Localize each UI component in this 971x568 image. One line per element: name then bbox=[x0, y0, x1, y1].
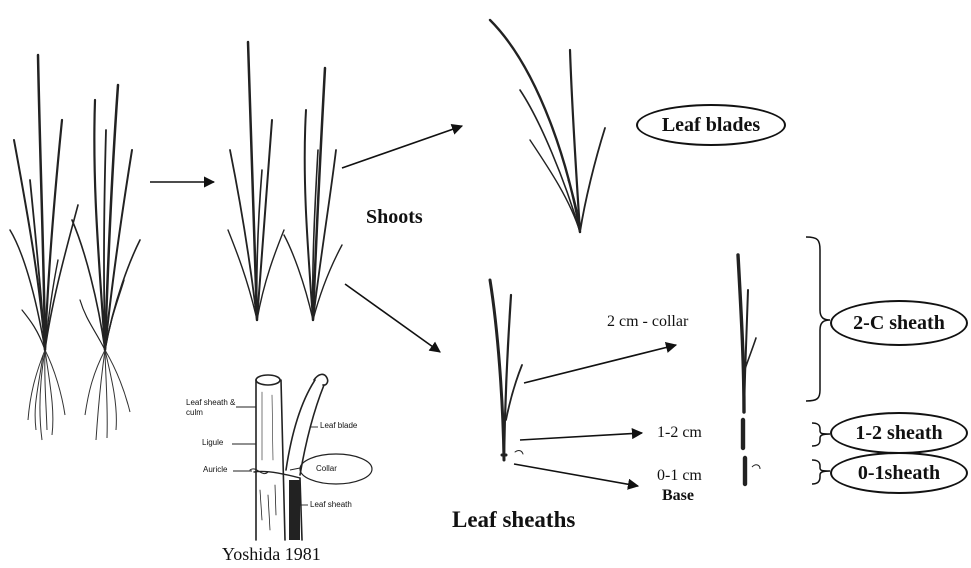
anatomy-leaf-sheath-culm-label: Leaf sheath & culm bbox=[186, 398, 235, 418]
shoot-right bbox=[284, 68, 342, 320]
base-label: Base bbox=[662, 488, 694, 504]
anatomy-inset bbox=[250, 374, 328, 540]
brace-2c bbox=[806, 237, 830, 401]
whole-plant-right bbox=[72, 85, 140, 350]
one-two-cm-label: 1-2 cm bbox=[657, 425, 702, 441]
sheath-2c-oval: 2-C sheath bbox=[830, 300, 968, 346]
brace-1-2 bbox=[812, 423, 830, 446]
leaf-sheaths-illustration bbox=[490, 280, 523, 460]
arrow-to-1-2cm bbox=[520, 433, 642, 440]
shoots-label: Shoots bbox=[366, 207, 423, 227]
zero-one-cm-label: 0-1 cm bbox=[657, 468, 702, 484]
arrow-shoots-to-leaf-blades bbox=[342, 126, 462, 168]
sheath-2c-label: 2-C sheath bbox=[853, 312, 945, 335]
two-cm-collar-label: 2 cm - collar bbox=[607, 314, 688, 330]
leaf-sheaths-label: Leaf sheaths bbox=[452, 508, 575, 531]
sheath-0-1-label: 0-1sheath bbox=[858, 462, 940, 485]
arrow-shoots-to-leaf-sheaths bbox=[345, 284, 440, 352]
whole-plant-left-roots bbox=[28, 350, 65, 440]
sheath-1-2-oval: 1-2 sheath bbox=[830, 412, 968, 454]
arrow-to-0-1cm bbox=[514, 464, 638, 486]
shoot-left bbox=[228, 42, 284, 320]
anatomy-collar-label: Collar bbox=[316, 465, 337, 473]
leaf-blades-label: Leaf blades bbox=[662, 114, 760, 137]
segment-2c bbox=[738, 255, 756, 412]
brace-0-1 bbox=[812, 460, 830, 484]
sheath-1-2-label: 1-2 sheath bbox=[855, 422, 942, 445]
whole-plant-right-roots bbox=[85, 350, 130, 440]
anatomy-ligule-label: Ligule bbox=[202, 439, 223, 447]
leaf-blades-oval: Leaf blades bbox=[636, 104, 786, 146]
anatomy-leaf-sheath-label: Leaf sheath bbox=[310, 501, 352, 509]
anatomy-auricle-label: Auricle bbox=[203, 466, 227, 474]
whole-plant-left bbox=[10, 55, 78, 350]
citation-label: Yoshida 1981 bbox=[222, 545, 321, 563]
anatomy-leaf-blade-label: Leaf blade bbox=[320, 422, 357, 430]
sheath-0-1-oval: 0-1sheath bbox=[830, 452, 968, 494]
arrow-to-2cm-collar bbox=[524, 345, 676, 383]
leaf-blades-illustration bbox=[490, 20, 605, 232]
